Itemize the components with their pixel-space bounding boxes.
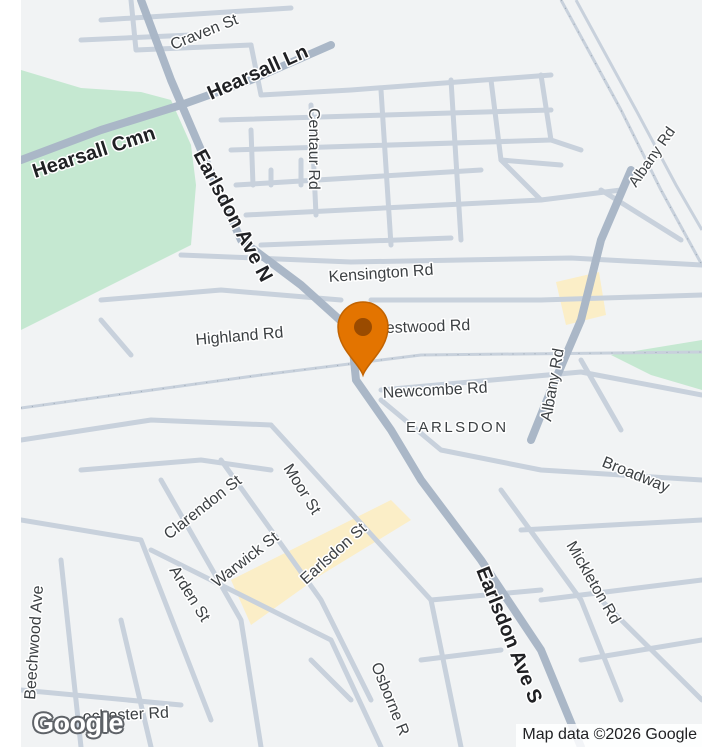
park-hearsall-common bbox=[21, 70, 196, 330]
label-earlsdon-district: EARLSDON bbox=[406, 419, 509, 436]
label-centaur-rd: Centaur Rd bbox=[305, 108, 322, 190]
map-graphic: Craven St Hearsall Ln Hearsall Cmn Centa… bbox=[21, 0, 702, 747]
map-pin-icon[interactable] bbox=[337, 301, 389, 378]
google-logo: Google bbox=[33, 708, 124, 738]
map-attribution[interactable]: Map data ©2026 Google bbox=[516, 724, 702, 747]
map-canvas[interactable]: Craven St Hearsall Ln Hearsall Cmn Centa… bbox=[21, 0, 702, 747]
label-westwood-rd: estwood Rd bbox=[386, 317, 471, 337]
railway bbox=[21, 0, 702, 410]
minor-roads bbox=[21, 0, 702, 747]
